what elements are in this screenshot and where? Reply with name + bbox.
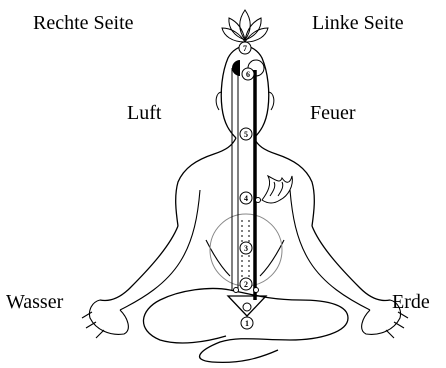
chakra-5: 5 [240, 128, 252, 140]
chakra-2: 2 [240, 278, 252, 290]
ida-channel [232, 68, 238, 290]
label-right-side: Rechte Seite [33, 13, 134, 33]
base-triangle-icon [228, 296, 266, 316]
chakra-1: 1 [241, 317, 253, 329]
svg-text:2: 2 [244, 280, 248, 289]
svg-text:4: 4 [244, 194, 248, 203]
label-air: Luft [127, 103, 161, 123]
head-outline [221, 46, 269, 138]
chakra-6: 6 [242, 68, 254, 80]
svg-text:7: 7 [243, 44, 247, 53]
label-fire: Feuer [310, 103, 356, 123]
torso-outline [176, 138, 315, 226]
svg-text:3: 3 [244, 244, 248, 253]
left-hand-icon [82, 300, 128, 338]
label-water: Wasser [6, 292, 63, 312]
moon-half-icon [232, 60, 240, 76]
svg-text:1: 1 [245, 319, 249, 328]
flame-icon [262, 176, 292, 203]
label-earth: Erde [392, 292, 430, 312]
svg-text:6: 6 [246, 70, 250, 79]
chakra-7: 7 [239, 42, 251, 54]
svg-text:5: 5 [244, 130, 248, 139]
chakra-3: 3 [240, 242, 252, 254]
chakra-4: 4 [240, 192, 252, 204]
lotus-crown-icon [222, 10, 268, 42]
label-left-side: Linke Seite [312, 13, 404, 33]
